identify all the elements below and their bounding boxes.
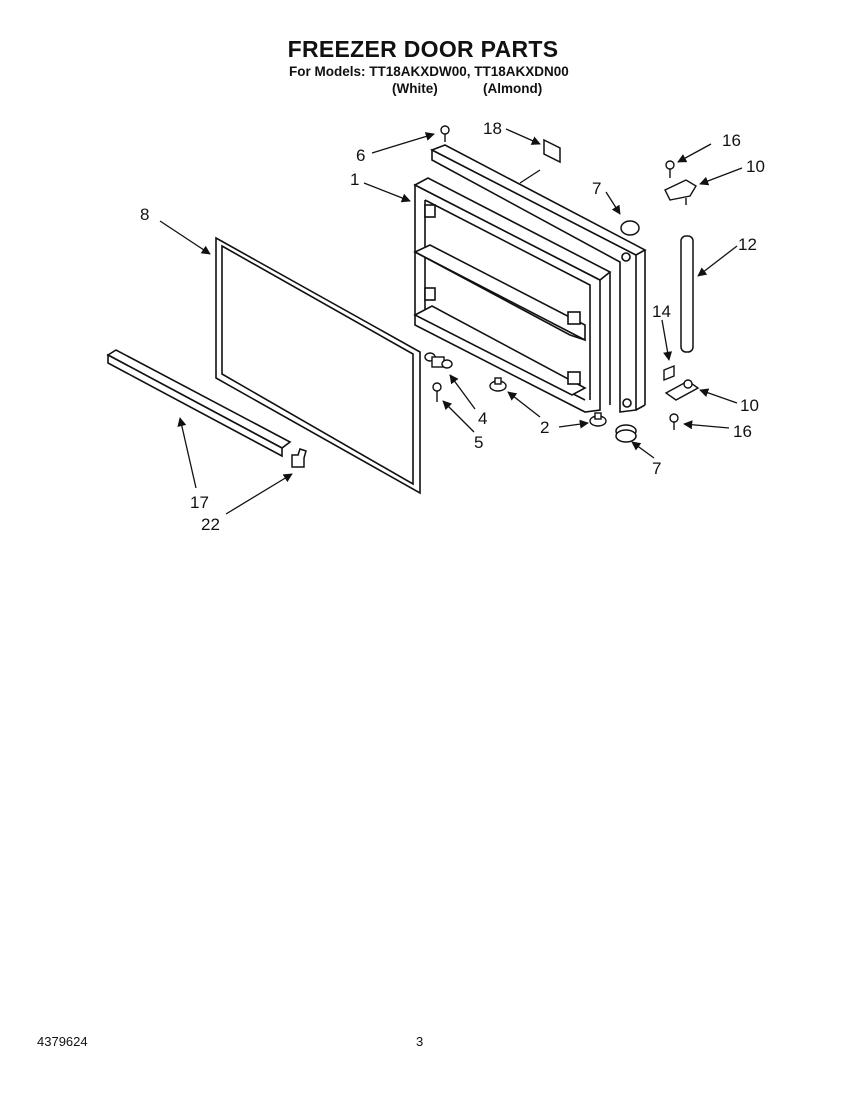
- end-cap: [291, 448, 307, 468]
- callout-12: 12: [738, 235, 757, 254]
- variant-almond-label: (Almond): [483, 81, 543, 96]
- hinge-bottom: [664, 379, 700, 401]
- callout-6: 6: [356, 146, 366, 165]
- door-stop-right: [589, 412, 607, 427]
- freezer-door-assembly: [413, 144, 647, 413]
- hinge-shim: [663, 364, 675, 382]
- callout-7-top: 7: [592, 179, 602, 198]
- door-closer-bracket: [424, 352, 453, 369]
- callout-2: 2: [540, 418, 550, 437]
- page-title: FREEZER DOOR PARTS: [287, 36, 559, 62]
- plug-button-bottom: [615, 424, 637, 443]
- variant-white-label: (White): [392, 81, 438, 96]
- page-number: 3: [416, 1034, 424, 1049]
- hinge-rod: [680, 235, 694, 353]
- document-number: 4379624: [37, 1034, 88, 1049]
- callout-14: 14: [652, 302, 671, 321]
- model-numbers: For Models: TT18AKXDW00, TT18AKXDN00: [289, 64, 569, 79]
- callout-4: 4: [478, 409, 488, 428]
- door-stop-left: [489, 377, 507, 392]
- callout-18: 18: [483, 119, 502, 138]
- screw-part-6: [440, 125, 450, 142]
- callout-8: 8: [140, 205, 150, 224]
- callout-1: 1: [350, 170, 360, 189]
- hinge-screw-top: [665, 160, 675, 178]
- callout-16-top: 16: [722, 131, 741, 150]
- hinge-screw-bottom: [669, 413, 679, 430]
- callout-10-top: 10: [746, 157, 765, 176]
- door-closer-screw: [432, 382, 442, 402]
- callout-7-bottom: 7: [652, 459, 662, 478]
- callout-16-bottom: 16: [733, 422, 752, 441]
- door-gasket: [215, 236, 421, 495]
- trim-strip: [106, 349, 292, 458]
- callout-10-bottom: 10: [740, 396, 759, 415]
- callout-5: 5: [474, 433, 484, 452]
- hinge-top: [664, 179, 697, 205]
- label-part: [543, 138, 561, 164]
- callout-22: 22: [201, 515, 220, 534]
- leader-lines: [159, 128, 743, 515]
- callout-17: 17: [190, 493, 209, 512]
- plug-button-top: [620, 220, 640, 236]
